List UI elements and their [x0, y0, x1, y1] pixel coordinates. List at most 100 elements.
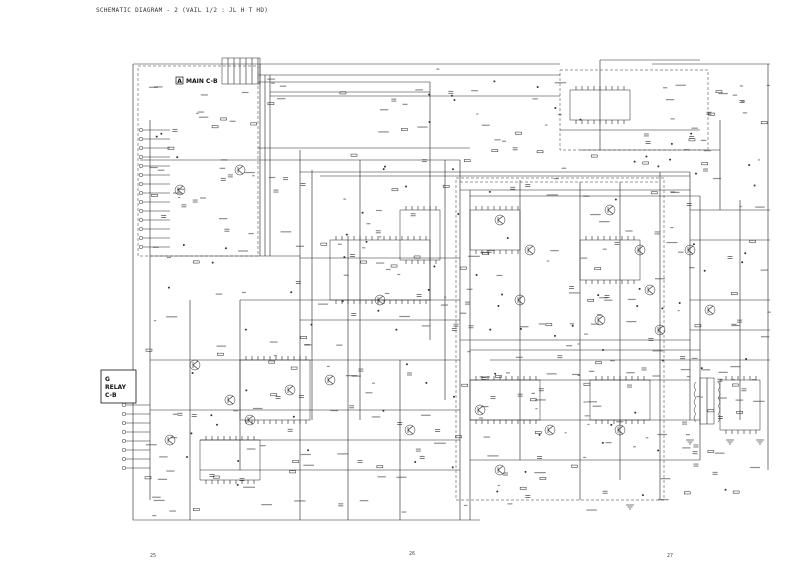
transistor	[654, 324, 666, 336]
label-mark	[177, 188, 185, 190]
label-mark	[401, 511, 407, 513]
label-mark	[538, 323, 546, 325]
transformer-winding	[717, 413, 721, 423]
label-mark	[399, 315, 411, 318]
label-mark	[172, 413, 178, 415]
junction-dot	[657, 165, 660, 168]
label-mark	[343, 274, 349, 276]
label-mark	[599, 297, 608, 299]
resistor	[701, 162, 708, 166]
label-mark	[467, 351, 471, 353]
junction-dot	[182, 244, 185, 247]
resistor	[413, 255, 421, 259]
label-mark	[701, 396, 704, 398]
label-mark	[592, 405, 602, 407]
label-mark	[337, 243, 342, 245]
label-mark	[152, 515, 157, 517]
resistor	[401, 128, 408, 131]
resistor	[300, 336, 307, 339]
label-mark	[766, 84, 770, 87]
junction-dot	[645, 155, 648, 158]
label-mark	[700, 139, 707, 142]
label-mark	[372, 382, 375, 384]
label-mark	[590, 213, 601, 216]
label-mark	[704, 150, 711, 152]
label-mark	[480, 251, 492, 254]
label-mark	[330, 409, 339, 412]
label-mark	[218, 218, 228, 220]
label-mark	[402, 103, 408, 105]
transistor-leg	[407, 429, 414, 435]
transistor	[614, 424, 626, 436]
junction-dot	[634, 411, 637, 414]
junction-dot	[405, 185, 408, 188]
label-mark	[751, 379, 757, 381]
junction-dot	[382, 168, 385, 171]
resistor	[715, 90, 723, 94]
transformer-winding	[693, 405, 697, 415]
label-mark	[742, 112, 748, 114]
label-mark	[532, 98, 538, 100]
transistor	[544, 424, 556, 436]
connector-pin	[138, 217, 144, 223]
resistor	[193, 508, 200, 511]
connector-pin	[138, 145, 144, 151]
label-mark	[749, 466, 761, 469]
resistor	[463, 159, 471, 162]
connector-pin	[138, 127, 144, 133]
resistor	[708, 112, 715, 116]
label-mark	[277, 98, 286, 100]
label-mark	[677, 309, 680, 312]
transistor-leg	[287, 389, 294, 395]
resistor	[491, 149, 499, 152]
junction-dot	[310, 323, 313, 326]
label-mark	[566, 345, 573, 347]
junction-dot	[494, 372, 497, 375]
transistor	[224, 394, 236, 406]
resistor	[519, 486, 527, 490]
label-mark	[604, 299, 613, 301]
transistor-leg	[227, 399, 234, 405]
label-mark	[546, 194, 559, 196]
junction-dot	[155, 135, 158, 138]
label-mark	[666, 99, 675, 101]
junction-dot	[475, 274, 478, 277]
label-mark	[362, 247, 366, 249]
label-mark	[252, 407, 263, 410]
label-mark	[568, 292, 580, 294]
page-title: SCHEMATIC DIAGRAM - 2 (VAIL 1/2 : JL H T…	[96, 7, 269, 14]
junction-dot	[245, 389, 248, 392]
label-mark	[479, 376, 490, 378]
resistor	[151, 194, 158, 197]
resistor	[760, 121, 768, 125]
label-mark	[520, 326, 529, 328]
junction-dot	[602, 348, 605, 351]
label-mark	[645, 437, 649, 439]
resistor	[571, 464, 578, 468]
transistor-leg	[547, 425, 554, 431]
connector-pin	[138, 154, 144, 160]
label-mark	[241, 91, 249, 94]
label-mark	[215, 293, 223, 295]
connector-pin	[138, 208, 144, 214]
label-mark	[196, 112, 199, 115]
label-mark	[440, 304, 449, 306]
junction-dot	[524, 470, 527, 473]
resistor	[320, 242, 328, 246]
label-mark	[385, 268, 391, 271]
transistor	[524, 244, 536, 256]
label-mark	[479, 417, 483, 419]
transistor-leg	[517, 299, 524, 305]
main-board-label: A MAIN C-B	[175, 76, 218, 85]
label-mark	[336, 344, 343, 346]
label-mark	[657, 433, 667, 436]
label-mark	[583, 401, 587, 403]
label-mark	[152, 496, 161, 498]
label-mark	[677, 251, 684, 253]
junction-dot	[382, 409, 385, 412]
label-mark	[294, 500, 306, 502]
junction-dot	[748, 163, 751, 166]
connector-pin	[121, 456, 127, 462]
